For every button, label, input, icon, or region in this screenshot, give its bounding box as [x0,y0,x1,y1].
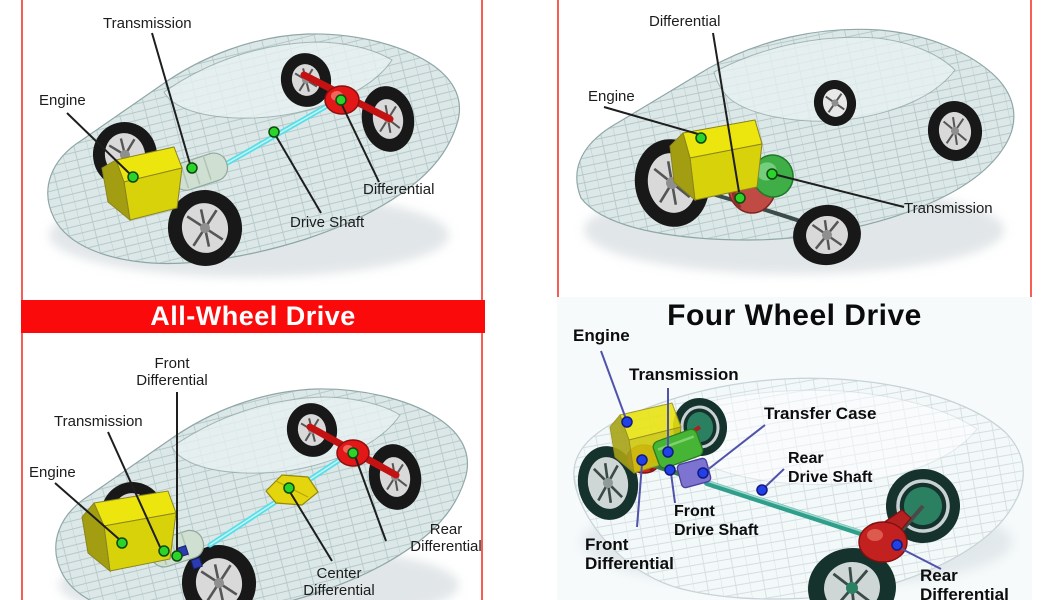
front-drive-shaft-marker-dot [664,464,676,476]
engine-block [101,146,183,222]
awd-engine-label: Engine [29,464,76,481]
engine-marker-dot [116,537,128,549]
fwd-differential-label: Differential [649,13,721,30]
transfer-case-marker-dot [697,467,709,479]
engine-marker-dot [695,132,707,144]
fourwd-engine-label: Engine [573,326,630,345]
wheel-front-bottom [167,190,243,266]
component-marker-dots [127,94,347,183]
drive-shaft-marker-dot [268,126,280,138]
fwd-transmission-label: Transmission [904,200,993,217]
all-wheel-drive-banner: All-Wheel Drive [21,300,485,333]
fourwd-transmission-label: Transmission [629,365,739,384]
front-differential-marker-dot [636,454,648,466]
component-marker-dots [695,132,778,204]
awd-car-diagram [54,388,469,600]
fourwd-transfer-case-label: Transfer Case [764,404,877,423]
rear-drive-shaft-marker-dot [756,484,768,496]
fourwd-car-diagram [573,350,1024,600]
transmission-unit [652,428,704,469]
rwd-differential-label: Differential [363,181,435,198]
transmission-marker-dot [158,545,170,557]
wheel-rear-right [927,101,983,161]
rwd-drive-shaft-label: Drive Shaft [290,214,365,231]
transmission-marker-dot [766,168,778,180]
front-differential-marker-dot [171,550,183,562]
wheel-rear-near [808,547,896,600]
component-marker-dots [621,416,903,551]
engine-marker-dot [621,416,633,428]
fwd-engine-label: Engine [588,88,635,105]
leader-lines [54,392,387,562]
leader-lines [600,350,942,570]
rear-differential-marker-dot [347,447,359,459]
engine-marker-dot [127,171,139,183]
all-wheel-drive-banner-text: All-Wheel Drive [150,301,356,331]
awd-transmission-label: Transmission [54,413,143,430]
transmission-marker-dot [186,162,198,174]
rwd-car-diagram [47,32,461,277]
engine-block [669,119,763,202]
fourwd-rear-drive-shaft-label: Rear Drive Shaft [788,450,873,486]
four-wheel-drive-title: Four Wheel Drive [667,299,922,332]
differential-marker-dot [335,94,347,106]
panel-four-wheel-drive [557,297,1032,600]
rwd-transmission-label: Transmission [103,15,192,32]
awd-front-differential-label: Front Differential [136,355,208,389]
fourwd-front-drive-shaft-label: Front Drive Shaft [674,503,759,539]
leader-lines [603,32,905,208]
awd-rear-differential-label: Rear Differential [410,521,482,555]
wheel-front-left [577,446,639,520]
wheel-rear-far [280,53,332,107]
panel-rear-wheel-drive [24,0,481,298]
fwd-car-diagram [576,28,1015,274]
car-body [573,377,1024,600]
rear-differential-unit [858,509,912,563]
leader-lines [66,32,380,214]
engine-block [81,490,177,573]
panel-front-wheel-drive [559,0,1030,297]
rear-differential-marker-dot [891,539,903,551]
differential-marker-dot [734,192,746,204]
center-differential-marker-dot [283,482,295,494]
rwd-engine-label: Engine [39,92,86,109]
panel-all-wheel-drive [24,335,481,600]
awd-center-differential-label: Center Differential [303,565,375,599]
fourwd-rear-differential-label: Rear Differential [920,566,1009,600]
component-marker-dots [116,447,359,562]
wheel-rear-far [813,80,857,126]
fourwd-front-differential-label: Front Differential [585,535,674,573]
transmission-marker-dot [662,446,674,458]
wheel-front-bottom [793,204,861,266]
